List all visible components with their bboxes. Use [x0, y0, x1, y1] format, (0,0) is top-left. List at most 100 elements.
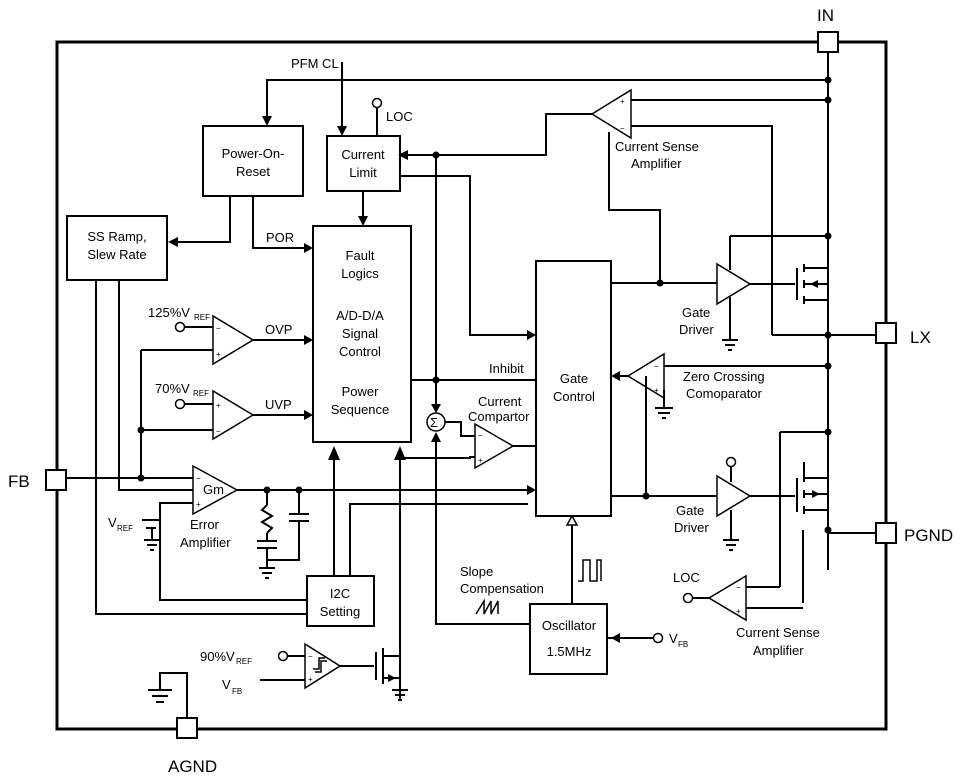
svg-text:FB: FB: [678, 640, 688, 649]
svg-text:SS Ramp,: SS Ramp,: [87, 229, 146, 244]
svg-text:Comoparator: Comoparator: [686, 386, 763, 401]
svg-text:V: V: [669, 631, 678, 646]
svg-text:125%V: 125%V: [148, 305, 190, 320]
compensation-network: [257, 490, 309, 579]
svg-text:+: +: [308, 675, 313, 684]
low-side-mosfet: [796, 462, 828, 514]
svg-text:Σ: Σ: [430, 415, 438, 430]
svg-text:−: −: [478, 431, 483, 440]
svg-text:Zero Crossing: Zero Crossing: [683, 369, 765, 384]
fault-logic-block: Fault Logics A/D-D/A Signal Control Powe…: [312, 225, 412, 443]
svg-text:70%V: 70%V: [155, 381, 190, 396]
svg-text:FB: FB: [232, 687, 242, 696]
svg-text:Current: Current: [478, 394, 522, 409]
svg-text:REF: REF: [117, 524, 133, 533]
svg-text:Gate: Gate: [682, 305, 710, 320]
gate-control-block: Gate Control: [535, 260, 612, 517]
svg-text:LX: LX: [910, 328, 931, 347]
vref-source: V REF: [108, 502, 193, 551]
i2c-setting-block: I2C Setting: [306, 575, 375, 627]
svg-text:Slope: Slope: [460, 564, 493, 579]
zero-crossing-comparator: − + Zero Crossing Comoparator: [626, 352, 765, 401]
chip-outline: [55, 40, 888, 731]
vfb-comparator: − + 90%V REF V FB: [200, 642, 342, 696]
svg-text:−: −: [620, 124, 625, 133]
svg-text:Compensation: Compensation: [460, 581, 544, 596]
svg-text:REF: REF: [193, 389, 209, 398]
pin-pgnd: PGND: [875, 522, 953, 545]
svg-text:REF: REF: [194, 313, 210, 322]
pin-fb: FB: [8, 469, 67, 491]
svg-text:POR: POR: [266, 230, 294, 245]
svg-text:Control: Control: [553, 389, 595, 404]
svg-text:V: V: [108, 515, 117, 530]
svg-text:AGND: AGND: [168, 757, 217, 776]
svg-text:Fault: Fault: [346, 248, 375, 263]
svg-text:+: +: [736, 607, 741, 616]
svg-text:Signal: Signal: [342, 326, 378, 341]
svg-text:Current Sense: Current Sense: [615, 139, 699, 154]
svg-text:−: −: [654, 362, 659, 371]
svg-text:PGND: PGND: [904, 526, 953, 545]
svg-text:+: +: [196, 500, 201, 509]
high-side-mosfet: [796, 264, 828, 304]
svg-text:Oscillator: Oscillator: [542, 618, 597, 633]
svg-text:Limit: Limit: [349, 165, 377, 180]
current-sense-amp-top: + − Current Sense Amplifier: [590, 88, 699, 171]
svg-text:+: +: [216, 401, 221, 410]
svg-text:Gate: Gate: [560, 371, 588, 386]
svg-text:Power: Power: [342, 384, 380, 399]
sigma-summer: Σ: [426, 412, 446, 432]
svg-text:Logics: Logics: [341, 266, 379, 281]
svg-text:Sequence: Sequence: [331, 402, 390, 417]
svg-text:90%V: 90%V: [200, 649, 235, 664]
svg-text:+: +: [478, 456, 483, 465]
svg-text:−: −: [196, 474, 201, 483]
svg-text:−: −: [216, 427, 221, 436]
svg-text:+: +: [620, 97, 625, 106]
pin-in: IN: [817, 6, 839, 53]
svg-text:Driver: Driver: [674, 520, 709, 535]
svg-text:A/D-D/A: A/D-D/A: [336, 308, 384, 323]
current-comparator: − + Current Compartor: [468, 394, 530, 470]
svg-text:Amplifier: Amplifier: [753, 643, 804, 658]
svg-text:1.5MHz: 1.5MHz: [547, 644, 592, 659]
current-limit-block: Current Limit: [326, 135, 401, 192]
svg-text:FB: FB: [8, 472, 30, 491]
svg-text:Current Sense: Current Sense: [736, 625, 820, 640]
open-drain-transistor: [375, 648, 408, 701]
svg-text:I2C: I2C: [330, 586, 350, 601]
svg-text:Amplifier: Amplifier: [631, 156, 682, 171]
svg-text:V: V: [222, 677, 231, 692]
svg-text:+: +: [654, 386, 659, 395]
current-sense-amp-bottom: − + Current Sense Amplifier: [707, 574, 820, 658]
loc-top-input: LOC: [371, 97, 413, 136]
pin-lx: LX: [875, 322, 931, 347]
svg-text:Reset: Reset: [236, 164, 270, 179]
svg-text:−: −: [308, 652, 313, 661]
svg-text:Current: Current: [341, 147, 385, 162]
ovp-comparator: − + 125%V REF OVP: [148, 305, 313, 366]
pfm-cl-input: PFM CL: [291, 56, 347, 136]
svg-text:Gate: Gate: [676, 503, 704, 518]
svg-text:LOC: LOC: [673, 570, 700, 585]
svg-text:Compartor: Compartor: [468, 409, 530, 424]
svg-text:Control: Control: [339, 344, 381, 359]
svg-text:Gm: Gm: [203, 482, 224, 497]
svg-text:IN: IN: [817, 6, 834, 25]
gate-driver-bottom: Gate Driver: [674, 474, 752, 535]
svg-text:Slew Rate: Slew Rate: [87, 247, 146, 262]
svg-text:LOC: LOC: [386, 109, 413, 124]
svg-text:Power-On-: Power-On-: [222, 146, 285, 161]
svg-text:Setting: Setting: [320, 604, 360, 619]
svg-text:PFM CL: PFM CL: [291, 56, 339, 71]
svg-text:−: −: [736, 583, 741, 592]
svg-text:UVP: UVP: [265, 397, 292, 412]
power-on-reset-block: Power-On- Reset: [202, 125, 304, 197]
slope-compensation: Slope Compensation: [460, 564, 544, 615]
svg-text:Error: Error: [190, 517, 220, 532]
svg-text:−: −: [216, 324, 221, 333]
svg-text:Inhibit: Inhibit: [489, 361, 524, 376]
svg-text:OVP: OVP: [265, 322, 292, 337]
